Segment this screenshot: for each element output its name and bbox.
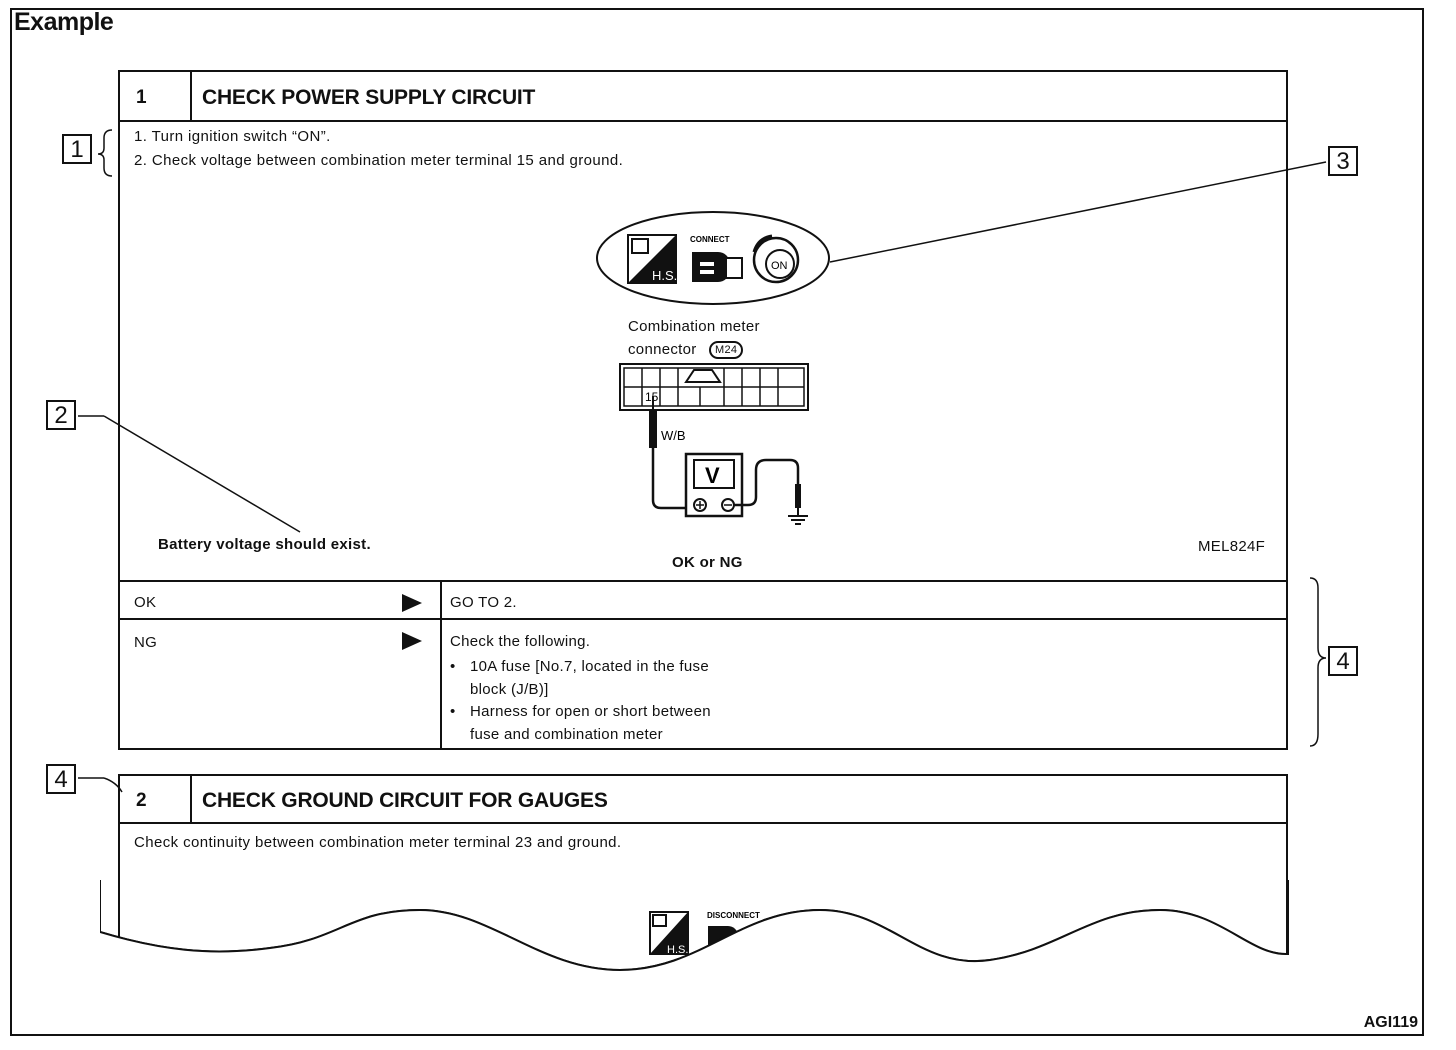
callout-1-brace xyxy=(97,129,113,177)
step1-header: 1 CHECK POWER SUPPLY CIRCUIT xyxy=(120,72,1286,122)
step2-wave-cutoff: H.S. DISCONNECT xyxy=(100,880,1289,1000)
wire-color-label: W/B xyxy=(661,428,686,443)
disconnect-label: DISCONNECT xyxy=(707,911,760,920)
voltmeter-icon: V xyxy=(684,452,808,525)
callout-4a-bracket xyxy=(1309,577,1327,747)
callout-2: 2 xyxy=(46,400,76,430)
step2-hs-label: H.S. xyxy=(667,944,688,956)
connector-id-badge: M24 xyxy=(709,341,744,360)
probe-wire: W/B xyxy=(649,396,686,510)
result-ok-action: GO TO 2. xyxy=(450,594,517,611)
callout-4a: 4 xyxy=(1328,646,1358,676)
step1-title: CHECK POWER SUPPLY CIRCUIT xyxy=(202,86,536,109)
connect-label: CONNECT xyxy=(690,235,730,244)
step2-title: CHECK GROUND CIRCUIT FOR GAUGES xyxy=(202,789,608,812)
callout-1: 1 xyxy=(62,134,92,164)
step1-panel: 1 CHECK POWER SUPPLY CIRCUIT 1. Turn ign… xyxy=(118,70,1288,750)
page-heading: Example xyxy=(14,8,114,36)
step2-panel: 2 CHECK GROUND CIRCUIT FOR GAUGES Check … xyxy=(118,774,1288,974)
result-ng-key: NG xyxy=(134,634,158,651)
step2-instruction: Check continuity between combination met… xyxy=(134,834,622,851)
figure-code: AGI119 xyxy=(1363,1014,1418,1031)
callout-3-leader xyxy=(829,161,1327,263)
connect-icon: CONNECT xyxy=(690,235,743,282)
tool-icons-ellipse xyxy=(596,211,830,305)
hs-icon-label: H.S. xyxy=(652,268,677,283)
callout-4b: 4 xyxy=(46,764,76,794)
step1-instruction-1: 1. Turn ignition switch “ON”. xyxy=(134,128,331,145)
ignition-on-icon: ON xyxy=(752,234,800,284)
ng-arrow-icon xyxy=(402,632,422,650)
table-mid-line xyxy=(120,618,1286,620)
expected-result-text: Battery voltage should exist. xyxy=(158,536,371,553)
connector-word: connector xyxy=(628,341,697,358)
ng-bullet-1: •10A fuse [No.7, located in the fuse xyxy=(450,658,709,675)
ng-bullet-1b: block (J/B)] xyxy=(450,679,711,702)
connector-m24: 15 xyxy=(619,363,809,411)
ng-bullet-2b: fuse and combination meter xyxy=(450,724,711,747)
result-ng-bullets: •10A fuse [No.7, located in the fuse blo… xyxy=(450,656,711,746)
on-label: ON xyxy=(771,260,788,272)
ng-bullet-2-line2: fuse and combination meter xyxy=(470,725,663,743)
ng-bullet-1-line2: block (J/B)] xyxy=(470,680,549,698)
step2-partial-icons: H.S. DISCONNECT xyxy=(649,911,829,956)
step2-number: 2 xyxy=(120,776,192,822)
ok-arrow-icon xyxy=(402,594,422,612)
connector-label-line2: connector M24 xyxy=(628,341,744,360)
callout-4b-hook xyxy=(103,777,123,793)
terminal-15-label: 15 xyxy=(645,390,659,404)
result-ng-action: Check the following. xyxy=(450,633,591,650)
callout-2-leader-b xyxy=(103,415,301,533)
callout-3: 3 xyxy=(1328,146,1358,176)
meter-label: V xyxy=(705,463,720,488)
ng-bullet-2-line1: Harness for open or short between xyxy=(470,703,711,720)
table-col-divider xyxy=(440,580,442,748)
step1-number: 1 xyxy=(120,72,192,120)
hs-icon: H.S. xyxy=(627,234,677,284)
ok-or-ng-prompt: OK or NG xyxy=(672,554,743,571)
ng-bullet-2: •Harness for open or short between xyxy=(450,703,711,720)
result-ok-key: OK xyxy=(134,594,157,611)
table-top-line xyxy=(120,580,1286,582)
page-frame xyxy=(10,8,1424,1036)
ng-bullet-1-line1: 10A fuse [No.7, located in the fuse xyxy=(470,658,709,675)
step2-header: 2 CHECK GROUND CIRCUIT FOR GAUGES xyxy=(120,776,1286,824)
connector-label-line1: Combination meter xyxy=(628,318,760,335)
step1-instruction-2: 2. Check voltage between combination met… xyxy=(134,152,624,169)
figure-id: MEL824F xyxy=(1198,538,1266,555)
